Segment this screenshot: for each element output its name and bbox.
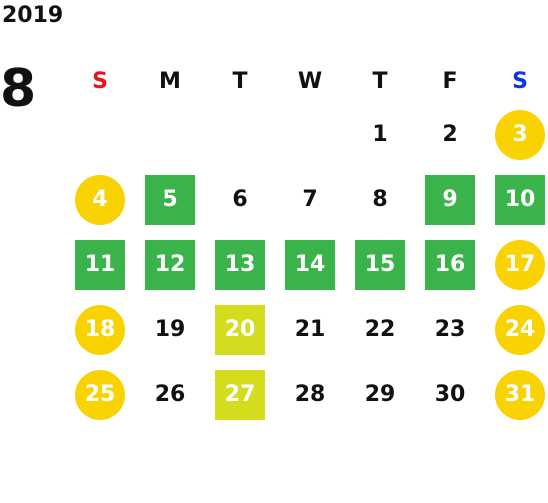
calendar-cell: 22 bbox=[345, 297, 415, 362]
calendar-cell: 28 bbox=[275, 362, 345, 427]
weekday-header-saturday: S bbox=[512, 68, 528, 94]
calendar-cell: 6 bbox=[205, 167, 275, 232]
calendar-week-row: 11 12 13 14 15 16 17 bbox=[65, 232, 548, 297]
calendar-cell: 3 bbox=[485, 102, 548, 167]
calendar-day[interactable]: 27 bbox=[215, 369, 265, 420]
calendar-day[interactable]: 13 bbox=[215, 239, 265, 290]
calendar-day[interactable]: 19 bbox=[154, 317, 186, 342]
calendar-cell: 15 bbox=[345, 232, 415, 297]
weekday-header-sunday: S bbox=[92, 68, 108, 94]
calendar-cell: 2 bbox=[415, 102, 485, 167]
calendar-week-row: 1 2 3 bbox=[65, 102, 548, 167]
calendar-cell: 4 bbox=[65, 167, 135, 232]
calendar-day[interactable]: 15 bbox=[355, 239, 405, 290]
calendar-day[interactable]: 10 bbox=[495, 174, 545, 225]
calendar-cell: 31 bbox=[485, 362, 548, 427]
calendar-cell: 14 bbox=[275, 232, 345, 297]
calendar-day[interactable]: 11 bbox=[75, 239, 125, 290]
calendar-cell: 19 bbox=[135, 297, 205, 362]
calendar-day[interactable]: 18 bbox=[75, 304, 125, 355]
calendar-day[interactable]: 30 bbox=[434, 382, 466, 407]
weekday-header-row: S M T W T F S bbox=[65, 60, 548, 102]
calendar-day[interactable]: 21 bbox=[294, 317, 326, 342]
calendar-day[interactable]: 28 bbox=[294, 382, 326, 407]
calendar-day[interactable]: 31 bbox=[495, 369, 545, 420]
calendar-cell: 1 bbox=[345, 102, 415, 167]
calendar-cell: 20 bbox=[205, 297, 275, 362]
calendar-cell: 8 bbox=[345, 167, 415, 232]
calendar-cell: 24 bbox=[485, 297, 548, 362]
calendar-cell bbox=[205, 102, 275, 167]
calendar-day[interactable]: 9 bbox=[425, 174, 475, 225]
calendar-cell bbox=[275, 102, 345, 167]
calendar-cell: 17 bbox=[485, 232, 548, 297]
calendar-day[interactable]: 24 bbox=[495, 304, 545, 355]
calendar-cell: 27 bbox=[205, 362, 275, 427]
calendar-day[interactable]: 8 bbox=[372, 187, 388, 212]
calendar-day[interactable]: 22 bbox=[364, 317, 396, 342]
calendar-cell: 12 bbox=[135, 232, 205, 297]
calendar-cell: 18 bbox=[65, 297, 135, 362]
calendar-day[interactable]: 3 bbox=[495, 109, 545, 160]
calendar-day[interactable]: 20 bbox=[215, 304, 265, 355]
calendar-day[interactable]: 14 bbox=[285, 239, 335, 290]
calendar-day[interactable]: 2 bbox=[442, 122, 458, 147]
calendar-day[interactable]: 5 bbox=[145, 174, 195, 225]
weekday-header-monday: M bbox=[159, 68, 181, 94]
calendar-cell: 7 bbox=[275, 167, 345, 232]
calendar-cell: 29 bbox=[345, 362, 415, 427]
weekday-header-thursday: T bbox=[372, 68, 388, 94]
weekday-header-tuesday: T bbox=[232, 68, 248, 94]
calendar-cell: 21 bbox=[275, 297, 345, 362]
calendar-day[interactable]: 16 bbox=[425, 239, 475, 290]
calendar-cell: 5 bbox=[135, 167, 205, 232]
calendar-day[interactable]: 12 bbox=[145, 239, 195, 290]
calendar-day[interactable]: 7 bbox=[302, 187, 318, 212]
calendar-cell: 16 bbox=[415, 232, 485, 297]
calendar-cell bbox=[135, 102, 205, 167]
calendar-day[interactable]: 26 bbox=[154, 382, 186, 407]
calendar-cell: 13 bbox=[205, 232, 275, 297]
calendar-day[interactable]: 17 bbox=[495, 239, 545, 290]
calendar-day[interactable]: 1 bbox=[372, 122, 388, 147]
calendar-week-row: 25 26 27 28 29 30 31 bbox=[65, 362, 548, 427]
calendar-cell: 11 bbox=[65, 232, 135, 297]
calendar-day[interactable]: 25 bbox=[75, 369, 125, 420]
calendar-week-row: 18 19 20 21 22 23 24 bbox=[65, 297, 548, 362]
calendar-day[interactable]: 23 bbox=[434, 317, 466, 342]
calendar-cell: 23 bbox=[415, 297, 485, 362]
weekday-header-wednesday: W bbox=[297, 68, 323, 94]
calendar-day[interactable]: 6 bbox=[232, 187, 248, 212]
weekday-header-friday: F bbox=[442, 68, 458, 94]
calendar-cell: 30 bbox=[415, 362, 485, 427]
year-label: 2019 bbox=[2, 3, 64, 28]
calendar-day[interactable]: 4 bbox=[75, 174, 125, 225]
calendar-cell: 26 bbox=[135, 362, 205, 427]
calendar-cell: 9 bbox=[415, 167, 485, 232]
calendar-cell: 10 bbox=[485, 167, 548, 232]
calendar-day[interactable]: 29 bbox=[364, 382, 396, 407]
calendar-cell bbox=[65, 102, 135, 167]
calendar-cell: 25 bbox=[65, 362, 135, 427]
month-label: 8 bbox=[0, 59, 37, 119]
